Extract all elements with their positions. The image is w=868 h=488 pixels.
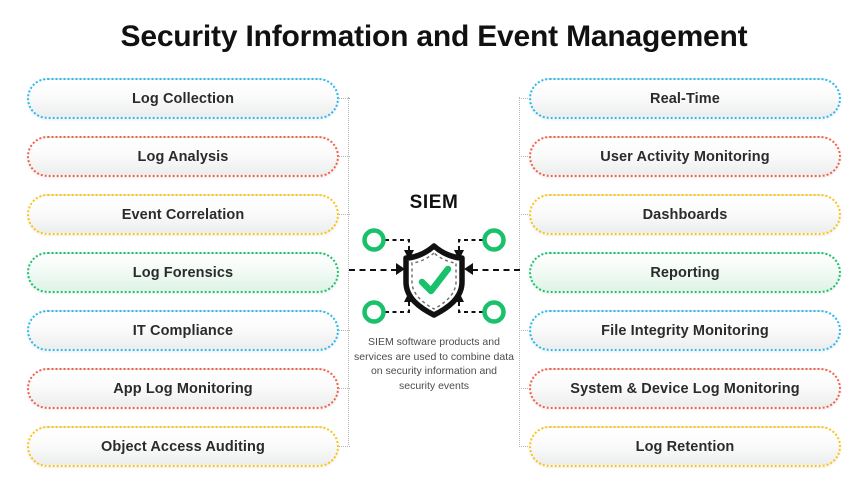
shield-check-icon xyxy=(362,228,506,324)
pill-label: Log Forensics xyxy=(132,264,234,281)
pill-label: Log Retention xyxy=(635,438,735,455)
capability-pill-it-compliance[interactable]: IT Compliance xyxy=(27,310,339,351)
connector-stub xyxy=(519,388,530,389)
connector-stub xyxy=(339,98,350,99)
right-capability-column: Real-Time User Activity Monitoring Dashb… xyxy=(529,78,841,484)
pill-label: Log Analysis xyxy=(137,148,229,165)
connector-stub xyxy=(519,214,530,215)
connector-stub xyxy=(519,98,530,99)
page-title: Security Information and Event Managemen… xyxy=(120,20,748,53)
inflow-arrow-left-line xyxy=(349,269,397,271)
circle-node-icon xyxy=(482,228,506,252)
capability-pill-log-analysis[interactable]: Log Analysis xyxy=(27,136,339,177)
pill-label: Object Access Auditing xyxy=(101,438,265,455)
capability-pill-log-forensics[interactable]: Log Forensics xyxy=(27,252,339,293)
connector-stub xyxy=(339,214,350,215)
pill-label: Event Correlation xyxy=(121,206,245,223)
capability-pill-file-integrity-monitoring[interactable]: File Integrity Monitoring xyxy=(529,310,841,351)
inflow-arrowhead-right xyxy=(464,263,473,275)
capability-pill-event-correlation[interactable]: Event Correlation xyxy=(27,194,339,235)
pill-label: IT Compliance xyxy=(132,322,234,339)
connector-stub xyxy=(519,446,530,447)
circle-node-icon xyxy=(362,300,386,324)
pill-label: Dashboards xyxy=(642,206,728,223)
center-caption: SIEM software products and services are … xyxy=(354,336,514,392)
pill-label: Log Collection xyxy=(131,90,235,107)
circle-node-icon xyxy=(482,300,506,324)
connector-stub xyxy=(519,330,530,331)
capability-pill-dashboards[interactable]: Dashboards xyxy=(529,194,841,235)
capability-pill-system-device-log-monitoring[interactable]: System & Device Log Monitoring xyxy=(529,368,841,409)
right-connector-bus xyxy=(519,97,520,445)
pill-label: App Log Monitoring xyxy=(113,380,253,397)
shield-inner-dash xyxy=(411,252,457,310)
connector-stub xyxy=(339,446,350,447)
capability-pill-real-time[interactable]: Real-Time xyxy=(529,78,841,119)
pill-label: Real-Time xyxy=(650,90,720,107)
shield-outline xyxy=(403,243,465,318)
connector-stub xyxy=(339,330,350,331)
capability-pill-log-collection[interactable]: Log Collection xyxy=(27,78,339,119)
capability-pill-object-access-auditing[interactable]: Object Access Auditing xyxy=(27,426,339,467)
checkmark-icon xyxy=(418,265,452,295)
pill-label: User Activity Monitoring xyxy=(600,148,770,165)
capability-pill-user-activity-monitoring[interactable]: User Activity Monitoring xyxy=(529,136,841,177)
inflow-arrowhead-left xyxy=(396,263,405,275)
inflow-arrow-right-line xyxy=(472,269,520,271)
connector-stub xyxy=(519,156,530,157)
pill-label: File Integrity Monitoring xyxy=(601,322,769,339)
siem-label: SIEM xyxy=(409,192,459,213)
circle-node-icon xyxy=(362,228,386,252)
capability-pill-log-retention[interactable]: Log Retention xyxy=(529,426,841,467)
pill-label: System & Device Log Monitoring xyxy=(570,380,800,397)
shield-diagram xyxy=(352,220,516,332)
pill-label: Reporting xyxy=(650,264,720,281)
left-connector-bus xyxy=(348,97,349,445)
left-capability-column: Log Collection Log Analysis Event Correl… xyxy=(27,78,339,484)
connector-stub xyxy=(339,156,350,157)
center-siem-block: SIEM xyxy=(352,192,516,393)
connector-stub xyxy=(339,388,350,389)
capability-pill-app-log-monitoring[interactable]: App Log Monitoring xyxy=(27,368,339,409)
capability-pill-reporting[interactable]: Reporting xyxy=(529,252,841,293)
